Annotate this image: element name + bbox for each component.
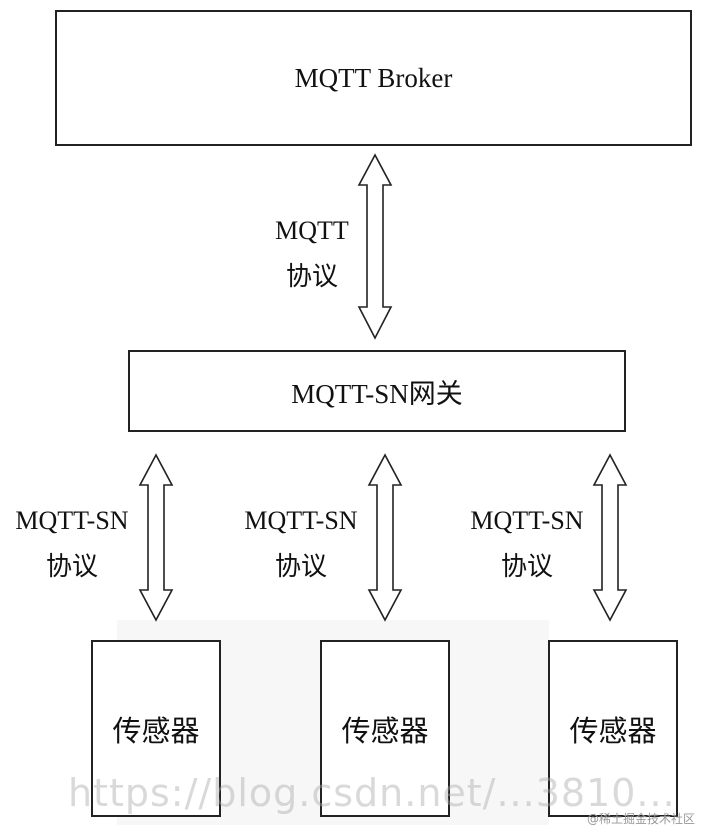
protocol-name: MQTT-SN — [470, 506, 584, 535]
sensor-box-3: 传感器 — [548, 640, 678, 817]
mqtt-sn-protocol-label-2: MQTT-SN 协议 — [226, 498, 376, 590]
double-arrow-gateway-sensor-3 — [592, 453, 628, 622]
double-arrow-gateway-sensor-1 — [138, 453, 174, 622]
protocol-word: 协议 — [285, 262, 338, 291]
sensor-label: 传感器 — [112, 715, 200, 748]
mqtt-sn-protocol-label-3: MQTT-SN 协议 — [452, 498, 602, 590]
protocol-word: 协议 — [500, 552, 553, 581]
credit-watermark: @稀土掘金技术社区 — [586, 812, 695, 826]
protocol-name: MQTT-SN — [244, 506, 358, 535]
sensor-box-1: 传感器 — [91, 640, 221, 817]
protocol-name: MQTT-SN — [15, 506, 129, 535]
double-arrow-gateway-sensor-2 — [367, 453, 403, 622]
mqtt-broker-box: MQTT Broker — [55, 10, 692, 146]
mqtt-sn-gateway-box: MQTT-SN网关 — [128, 350, 626, 432]
sensor-label: 传感器 — [569, 715, 657, 748]
mqtt-protocol-label: MQTT 协议 — [262, 208, 362, 300]
protocol-name: MQTT — [275, 216, 349, 245]
protocol-word: 协议 — [274, 552, 327, 581]
mqtt-broker-label: MQTT Broker — [294, 62, 453, 93]
mqtt-sn-gateway-label: MQTT-SN网关 — [291, 378, 463, 409]
sensor-label: 传感器 — [341, 715, 429, 748]
sensor-box-2: 传感器 — [320, 640, 450, 817]
double-arrow-broker-gateway — [357, 153, 393, 340]
url-watermark: https://blog.csdn.net/...3810... — [68, 771, 676, 815]
mqtt-sn-protocol-label-1: MQTT-SN 协议 — [0, 498, 144, 590]
protocol-word: 协议 — [45, 552, 98, 581]
